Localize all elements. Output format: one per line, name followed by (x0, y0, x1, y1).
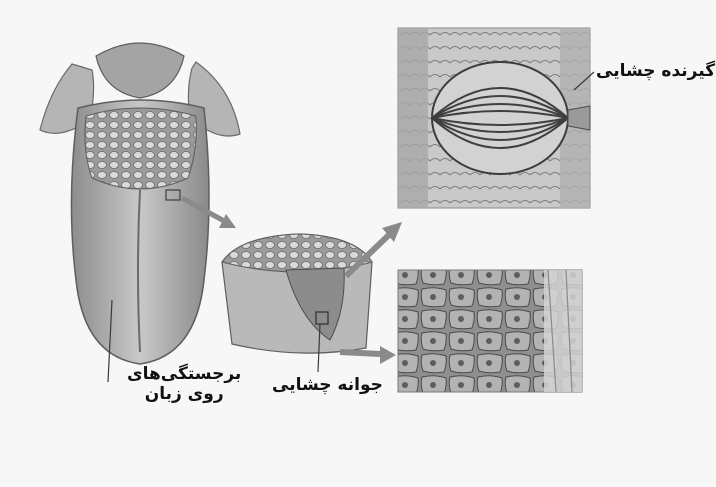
taste-bud-label: جوانه چشایی (272, 375, 383, 395)
section-top-surface (222, 234, 372, 272)
tongue-papillae-label: برجستگی‌های روی زبان (127, 364, 241, 404)
taste-receptor-panel (398, 28, 594, 208)
epiglottis (96, 43, 184, 98)
taste-receptor-label: گیرنده چشایی (596, 61, 715, 81)
papillae-region (85, 108, 196, 189)
taste-bud-oval (432, 62, 568, 174)
taste-bud-micrograph-panel (398, 270, 582, 392)
taste-pore (568, 106, 590, 130)
tongue-papillae-label-line2: روی زبان (127, 384, 241, 404)
tongue-papillae-label-line1: برجستگی‌های (127, 364, 241, 384)
